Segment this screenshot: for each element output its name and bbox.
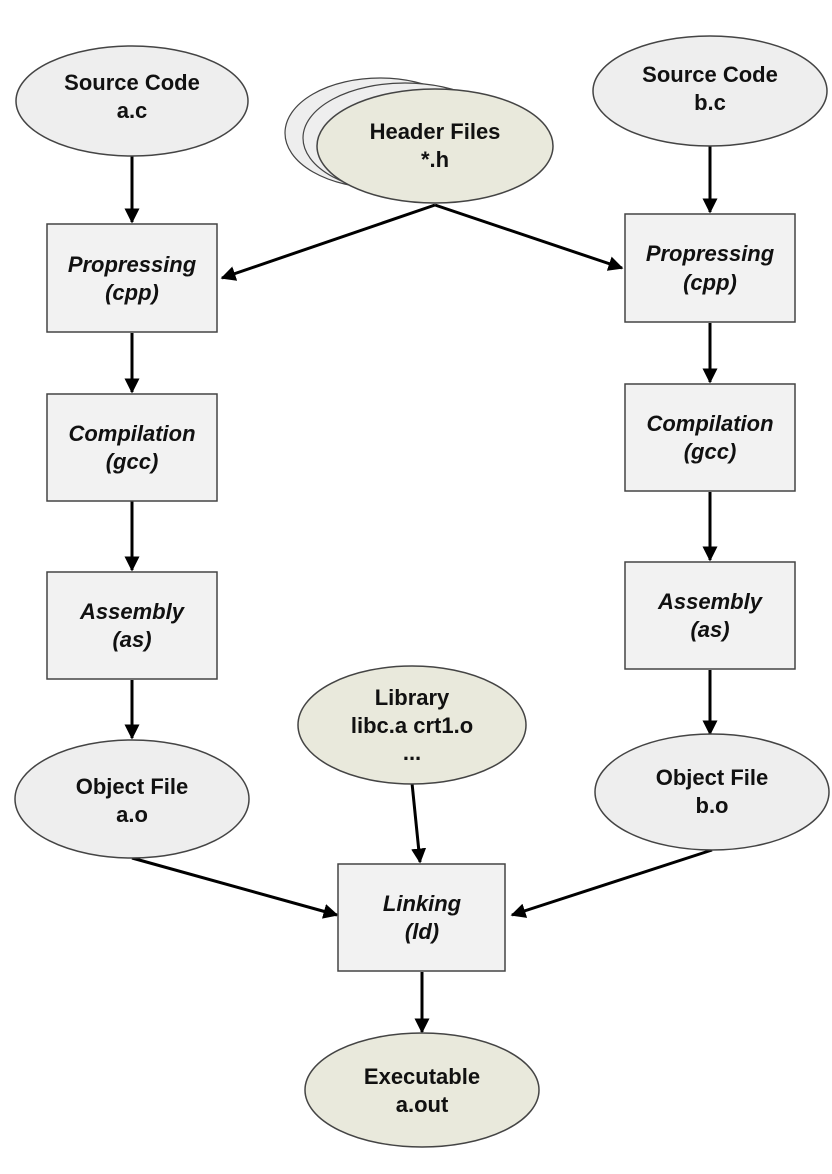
compilation-step-a-title: Compilation — [68, 421, 195, 446]
compilation-step-b-tool: (gcc) — [684, 439, 737, 464]
source-file-a: Source Code a.c — [15, 45, 249, 157]
assembly-step-a: Assembly (as) — [46, 571, 218, 680]
connectors — [124, 145, 718, 1034]
compilation-step-b: Compilation (gcc) — [624, 383, 796, 492]
assembly-step-a-title: Assembly — [79, 599, 186, 624]
library: Library libc.a crt1.o ... — [297, 665, 527, 785]
library-title: Library — [375, 685, 450, 710]
arrow-headers-to-prep-b — [434, 203, 624, 271]
object-file-b: Object File b.o — [594, 733, 830, 851]
preprocessing-step-b-tool: (cpp) — [683, 270, 737, 295]
executable-title: Executable — [364, 1064, 480, 1089]
assembly-step-b: Assembly (as) — [624, 561, 796, 670]
executable: Executable a.out — [304, 1032, 540, 1148]
source-file-b-title: Source Code — [642, 62, 778, 87]
object-file-a-title: Object File — [76, 774, 188, 799]
compilation-step-a-tool: (gcc) — [106, 449, 159, 474]
assembly-step-a-tool: (as) — [112, 627, 151, 652]
arrow-library-to-linking — [410, 782, 427, 864]
preprocessing-step-a-tool: (cpp) — [105, 280, 159, 305]
library-files: libc.a crt1.o — [351, 713, 473, 738]
source-file-a-name: a.c — [117, 98, 148, 123]
source-file-a-title: Source Code — [64, 70, 200, 95]
header-files-pattern: *.h — [421, 147, 449, 172]
arrow-obj-a-to-linking — [131, 856, 339, 919]
object-file-a: Object File a.o — [14, 739, 250, 859]
assembly-step-b-tool: (as) — [690, 617, 729, 642]
header-files-title: Header Files — [370, 119, 501, 144]
executable-name: a.out — [396, 1092, 449, 1117]
arrow-obj-b-to-linking — [510, 848, 713, 918]
arrow-headers-to-prep-a — [220, 203, 436, 281]
linking-step-tool: (ld) — [405, 919, 439, 944]
library-more: ... — [403, 740, 421, 765]
source-file-b-name: b.c — [694, 90, 726, 115]
linking-step-title: Linking — [383, 891, 462, 916]
source-file-b: Source Code b.c — [592, 35, 828, 147]
assembly-step-b-title: Assembly — [657, 589, 764, 614]
preprocessing-step-b: Propressing (cpp) — [624, 213, 796, 323]
header-files: Header Files *.h — [284, 77, 554, 204]
compilation-step-a: Compilation (gcc) — [46, 393, 218, 502]
preprocessing-step-b-title: Propressing — [646, 241, 775, 266]
object-file-a-name: a.o — [116, 802, 148, 827]
preprocessing-step-a: Propressing (cpp) — [46, 223, 218, 333]
object-file-b-name: b.o — [696, 793, 729, 818]
preprocessing-step-a-title: Propressing — [68, 252, 197, 277]
linking-step: Linking (ld) — [337, 863, 506, 972]
compilation-step-b-title: Compilation — [646, 411, 773, 436]
object-file-b-title: Object File — [656, 765, 768, 790]
